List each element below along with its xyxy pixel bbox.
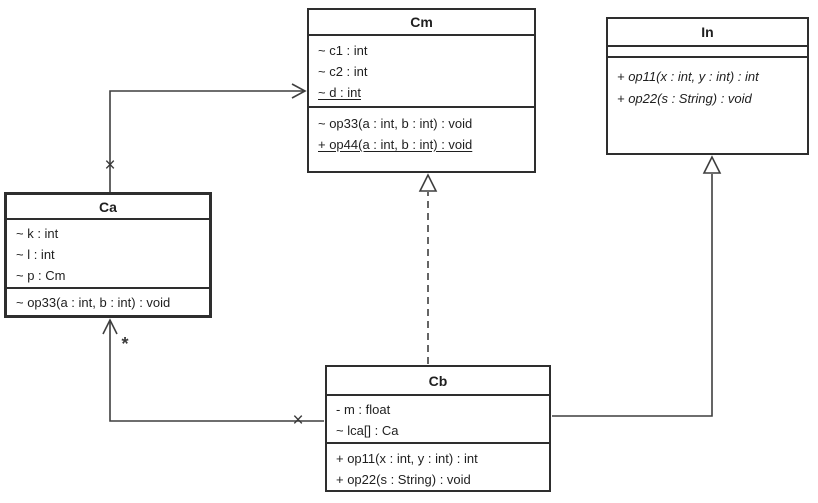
generalization-cb-in-line bbox=[552, 174, 713, 417]
class-ca-operations: ~ op33(a : int, b : int) : void bbox=[7, 289, 209, 315]
attribute: ~ p : Cm bbox=[16, 268, 66, 283]
operation-static: + op44(a : int, b : int) : void bbox=[318, 137, 473, 152]
class-in-name: In bbox=[608, 19, 807, 47]
attribute: - m : float bbox=[336, 402, 391, 417]
operation: + op11(x : int, y : int) : int bbox=[336, 451, 478, 466]
attribute: ~ k : int bbox=[16, 226, 59, 241]
multiplicity-star-label: * bbox=[121, 334, 129, 354]
attribute: ~ lca[] : Ca bbox=[336, 423, 399, 438]
operation-abstract: + op11(x : int, y : int) : int bbox=[617, 69, 759, 84]
class-ca-attributes: ~ k : int ~ l : int ~ p : Cm bbox=[7, 220, 209, 289]
class-cb-operations: + op11(x : int, y : int) : int + op22(s … bbox=[327, 444, 549, 490]
association-cb-ca-open-arrowhead-icon bbox=[102, 318, 118, 335]
class-cb-attributes: - m : float ~ lca[] : Ca bbox=[327, 396, 549, 444]
attribute: ~ c1 : int bbox=[318, 43, 368, 58]
association-ca-cm-line bbox=[109, 90, 304, 192]
class-cb: Cb - m : float ~ lca[] : Ca + op11(x : i… bbox=[325, 365, 551, 492]
class-cm-operations: ~ op33(a : int, b : int) : void + op44(a… bbox=[309, 108, 534, 171]
realization-cb-cm-hollow-triangle-icon bbox=[418, 173, 438, 192]
class-in-operations: + op11(x : int, y : int) : int + op22(s … bbox=[608, 58, 807, 153]
attribute: ~ c2 : int bbox=[318, 64, 368, 79]
association-cb-ca-line bbox=[109, 321, 324, 422]
operation: ~ op33(a : int, b : int) : void bbox=[16, 295, 171, 310]
association-ca-cm-open-arrowhead-icon bbox=[291, 83, 307, 99]
class-cm-attributes: ~ c1 : int ~ c2 : int ~ d : int bbox=[309, 36, 534, 108]
operation-abstract: + op22(s : String) : void bbox=[617, 91, 752, 106]
generalization-cb-in-hollow-triangle-icon bbox=[702, 155, 722, 174]
class-cb-name: Cb bbox=[327, 367, 549, 396]
class-ca-name: Ca bbox=[7, 195, 209, 220]
class-in-attributes-empty bbox=[608, 47, 807, 58]
non-navigable-cross-icon: × bbox=[292, 410, 304, 431]
attribute: ~ l : int bbox=[16, 247, 55, 262]
non-navigable-cross-icon: × bbox=[104, 155, 116, 176]
class-in: In + op11(x : int, y : int) : int + op22… bbox=[606, 17, 809, 155]
class-ca: Ca ~ k : int ~ l : int ~ p : Cm ~ op33(a… bbox=[4, 192, 212, 318]
operation: + op22(s : String) : void bbox=[336, 472, 471, 487]
operation: ~ op33(a : int, b : int) : void bbox=[318, 116, 473, 131]
attribute-static: ~ d : int bbox=[318, 85, 361, 100]
class-cm-name: Cm bbox=[309, 10, 534, 36]
class-cm: Cm ~ c1 : int ~ c2 : int ~ d : int ~ op3… bbox=[307, 8, 536, 173]
